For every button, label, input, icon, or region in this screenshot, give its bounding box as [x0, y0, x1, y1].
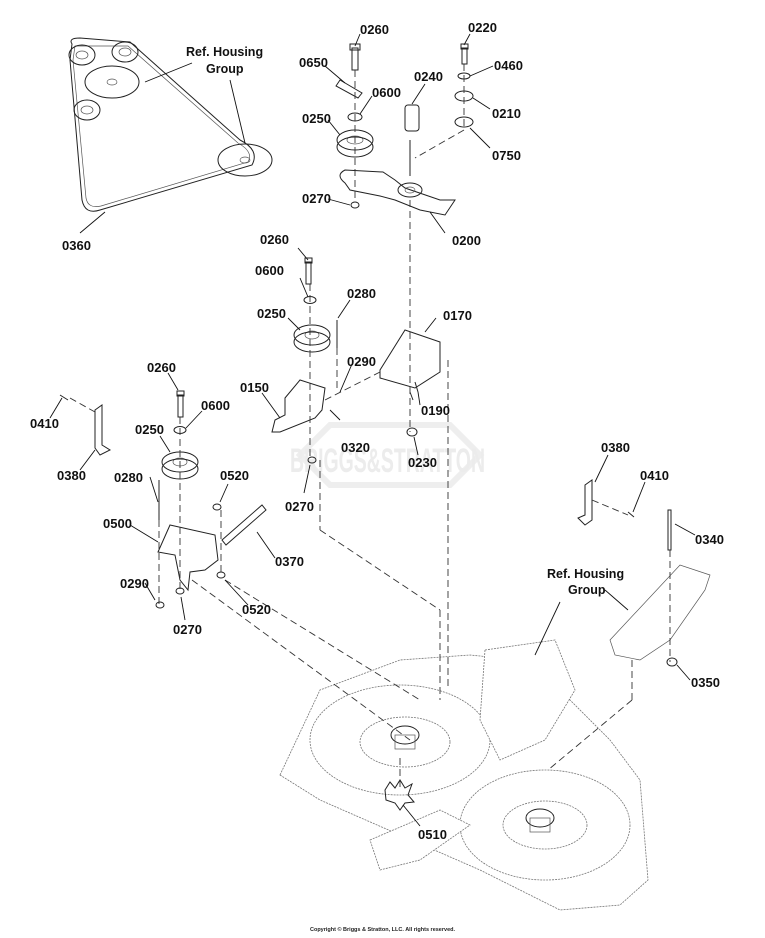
callout-0380[interactable]: 0380: [57, 468, 86, 483]
callout-0150[interactable]: 0150: [240, 380, 269, 395]
belt-assembly: [68, 37, 273, 212]
callout-0270[interactable]: 0270: [173, 622, 202, 637]
callout-0200[interactable]: 0200: [452, 233, 481, 248]
callout-0320[interactable]: 0320: [341, 440, 370, 455]
callout-0280[interactable]: 0280: [114, 470, 143, 485]
callout-0250[interactable]: 0250: [135, 422, 164, 437]
callout-0520[interactable]: 0520: [242, 602, 271, 617]
callout-0260[interactable]: 0260: [260, 232, 289, 247]
callout-0750[interactable]: 0750: [492, 148, 521, 163]
mower-deck: [279, 639, 649, 911]
callout-0460[interactable]: 0460: [494, 58, 523, 73]
callout-0500[interactable]: 0500: [103, 516, 132, 531]
ref-housing-label-top-line2: Group: [206, 62, 244, 76]
part-callouts: 0360 0260 0650 0600 0250 0270 0240 0220 …: [30, 20, 724, 842]
callout-0250[interactable]: 0250: [257, 306, 286, 321]
callout-0170[interactable]: 0170: [443, 308, 472, 323]
callout-0410[interactable]: 0410: [640, 468, 669, 483]
callout-0260[interactable]: 0260: [360, 22, 389, 37]
callout-0270[interactable]: 0270: [302, 191, 331, 206]
callout-0270[interactable]: 0270: [285, 499, 314, 514]
callout-0230[interactable]: 0230: [408, 455, 437, 470]
ref-housing-label-right: Ref. Housing: [547, 567, 624, 581]
callout-0250[interactable]: 0250: [302, 111, 331, 126]
copyright-notice: Copyright © Briggs & Stratton, LLC. All …: [309, 927, 456, 933]
idler-arm-assembly: [335, 43, 474, 216]
callout-0370[interactable]: 0370: [275, 554, 304, 569]
ref-housing-label-right-line2: Group: [568, 583, 606, 597]
callout-0220[interactable]: 0220: [468, 20, 497, 35]
callout-0600[interactable]: 0600: [201, 398, 230, 413]
left-idler-assembly: [59, 390, 711, 667]
callout-0290[interactable]: 0290: [120, 576, 149, 591]
callout-0600[interactable]: 0600: [372, 85, 401, 100]
ref-housing-label-top: Ref. Housing: [186, 45, 263, 59]
leader-lines: [49, 33, 696, 827]
callout-0650[interactable]: 0650: [299, 55, 328, 70]
callout-0380[interactable]: 0380: [601, 440, 630, 455]
callout-0510[interactable]: 0510: [418, 827, 447, 842]
brand-watermark: BRIGGS&STRATTON: [290, 422, 485, 488]
callout-0340[interactable]: 0340: [695, 532, 724, 547]
callout-0600[interactable]: 0600: [255, 263, 284, 278]
callout-0280[interactable]: 0280: [347, 286, 376, 301]
middle-idler-assembly: [271, 257, 441, 464]
callout-0410[interactable]: 0410: [30, 416, 59, 431]
assembly-lines: [69, 64, 671, 790]
callout-0350[interactable]: 0350: [691, 675, 720, 690]
callout-0240[interactable]: 0240: [414, 69, 443, 84]
callout-0190[interactable]: 0190: [421, 403, 450, 418]
callout-0260[interactable]: 0260: [147, 360, 176, 375]
callout-0290[interactable]: 0290: [347, 354, 376, 369]
callout-0210[interactable]: 0210: [492, 106, 521, 121]
watermark-text: BRIGGS&STRATTON: [290, 442, 485, 480]
callout-0360[interactable]: 0360: [62, 238, 91, 253]
callout-0520[interactable]: 0520: [220, 468, 249, 483]
